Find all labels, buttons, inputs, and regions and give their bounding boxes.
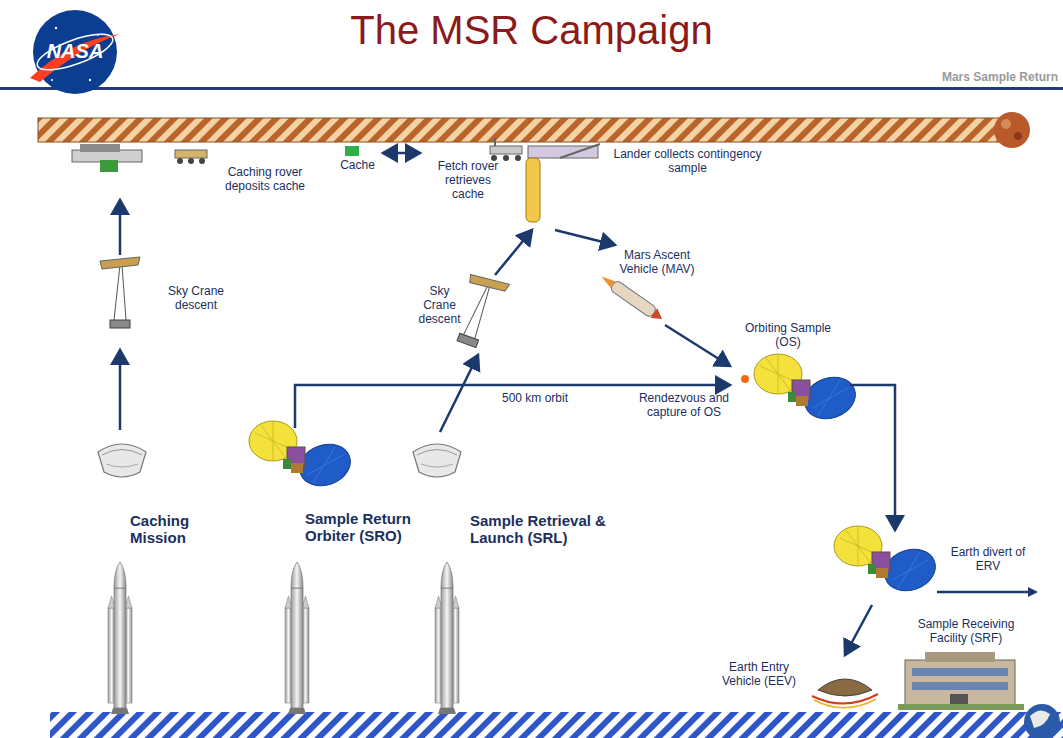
flow-arrow	[119, 200, 122, 255]
label-group: Caching Mission	[80, 430, 215, 558]
flow-arrow	[383, 152, 420, 155]
label-group: Sample Return Orbiter (SRO)	[240, 428, 440, 555]
diagram-title: The MSR Campaign	[0, 8, 1063, 53]
node-label: Mars Ascent Vehicle (MAV)	[611, 249, 703, 277]
node-label: Earth Entry Vehicle (EEV)	[713, 661, 805, 689]
label-group: Sample Retrieval & Launch (SRL)	[412, 432, 622, 555]
label-group: Sample Receiving Facility (SRF)	[900, 614, 1033, 710]
label-group: Sky Crane descent	[95, 255, 228, 350]
node-label: Sky Crane descent	[167, 285, 225, 313]
flow-arrow	[495, 230, 532, 275]
flow-arrow	[845, 605, 872, 655]
flow-arrow	[850, 385, 895, 530]
label-group: Sky Crane descent	[410, 275, 505, 355]
label-group: Caching rover deposits cache	[65, 140, 320, 200]
label-group: Mars Ascent Vehicle (MAV)	[595, 245, 707, 325]
label-group: Lander collects contingency sample	[515, 140, 780, 230]
node-label: Sky Crane descent	[412, 285, 467, 326]
node-label: Sample Receiving Facility (SRF)	[902, 618, 1030, 646]
label-group: Earth Entry Vehicle (EEV)	[710, 655, 875, 707]
label-group: Orbiting Sample (OS)	[730, 318, 850, 425]
flow-arrow	[119, 350, 122, 430]
free-label: Rendezvous and capture of OS	[636, 392, 732, 420]
node-label: Sample Retrieval & Launch (SRL)	[470, 512, 615, 547]
label-group: Earth divert of ERV	[840, 530, 1040, 605]
node-label: Caching rover deposits cache	[215, 166, 315, 194]
node-label: Orbiting Sample (OS)	[734, 322, 842, 350]
label-group: Cache	[335, 142, 383, 176]
edge-label: 500 km orbit	[500, 391, 570, 405]
node-label: Fetch rover retrieves cache	[428, 160, 508, 201]
flow-arrow	[665, 325, 730, 366]
node-label: Sample Return Orbiter (SRO)	[305, 510, 433, 545]
node-label: Cache	[335, 159, 380, 173]
node-label: Lander collects contingency sample	[600, 148, 775, 176]
flow-arrow	[555, 230, 615, 245]
node-label: Earth divert of ERV	[940, 546, 1036, 574]
flow-arrow	[440, 355, 478, 432]
free-label: Mars Sample Return	[930, 71, 1058, 85]
node-label: Caching Mission	[130, 512, 210, 547]
free-label: NASA	[44, 40, 106, 63]
label-group: Fetch rover retrieves cache	[420, 140, 525, 204]
